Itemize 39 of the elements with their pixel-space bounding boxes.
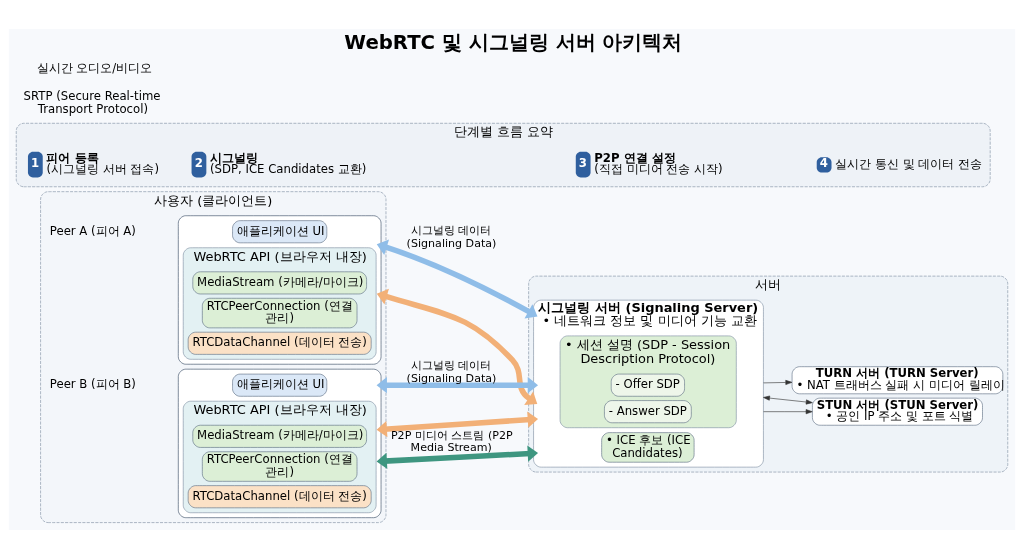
node-label: P2P 연결 설정 bbox=[594, 150, 676, 165]
node-box: STUN 서버 (STUN Server) • 공인 IP 주소 및 포트 식별 bbox=[812, 397, 983, 426]
arrow bbox=[763, 409, 813, 415]
node-box: 3 bbox=[575, 151, 591, 178]
arrow bbox=[376, 445, 539, 470]
arrow bbox=[376, 377, 539, 394]
node-box: - Offer SDP bbox=[610, 373, 685, 397]
arrow bbox=[376, 288, 538, 406]
node-box: 2 bbox=[191, 151, 207, 178]
node-box: RTCPeerConnection (연결 관리) bbox=[202, 298, 358, 329]
node-label: 실시간 통신 및 데이터 전송 bbox=[835, 156, 983, 171]
node-box: 애플리케이션 UI bbox=[232, 373, 328, 397]
node-box: MediaStream (카메라/마이크) bbox=[192, 271, 367, 295]
node-box: TURN 서버 (TURN Server) • NAT 트래버스 실패 시 미디어 릴레이 bbox=[791, 366, 1004, 395]
cluster bbox=[178, 215, 382, 365]
node-text: Peer B (피어 B) bbox=[49, 377, 136, 392]
cluster bbox=[178, 368, 382, 518]
node-box: - Answer SDP bbox=[604, 400, 692, 424]
node-text: Peer A (피어 A) bbox=[49, 223, 136, 238]
edge-label: P2P 미디어 스트림 (P2P Media Stream) bbox=[390, 429, 513, 455]
edge-label: 시그널링 데이터 (Signaling Data) bbox=[406, 359, 497, 385]
node-box: 애플리케이션 UI bbox=[232, 220, 328, 244]
arrow bbox=[376, 239, 538, 319]
node-box: RTCPeerConnection (연결 관리) bbox=[202, 451, 358, 482]
node-label: 피어 등록 bbox=[46, 150, 99, 165]
label: 실시간 오디오/비디오 bbox=[36, 60, 153, 75]
label: SRTP (Secure Real-time Transport Protocol) bbox=[23, 88, 161, 116]
node-label: (시그널링 서버 접속) bbox=[46, 162, 159, 177]
node-box: RTCDataChannel (데이터 전송) bbox=[187, 331, 372, 355]
node-box: • ICE 후보 (ICE Candidates) bbox=[601, 432, 695, 463]
node-box: MediaStream (카메라/마이크) bbox=[192, 424, 367, 448]
arrow bbox=[763, 380, 793, 385]
diagram-title: WebRTC 및 시그널링 서버 아키텍처 bbox=[344, 31, 683, 55]
node-box: 1 bbox=[27, 151, 43, 178]
node-label: 시그널링 bbox=[210, 150, 259, 165]
arrow bbox=[763, 395, 813, 405]
node-box: RTCDataChannel (데이터 전송) bbox=[187, 485, 372, 509]
arrow bbox=[376, 411, 539, 438]
edge-label: 시그널링 데이터 (Signaling Data) bbox=[406, 224, 497, 250]
